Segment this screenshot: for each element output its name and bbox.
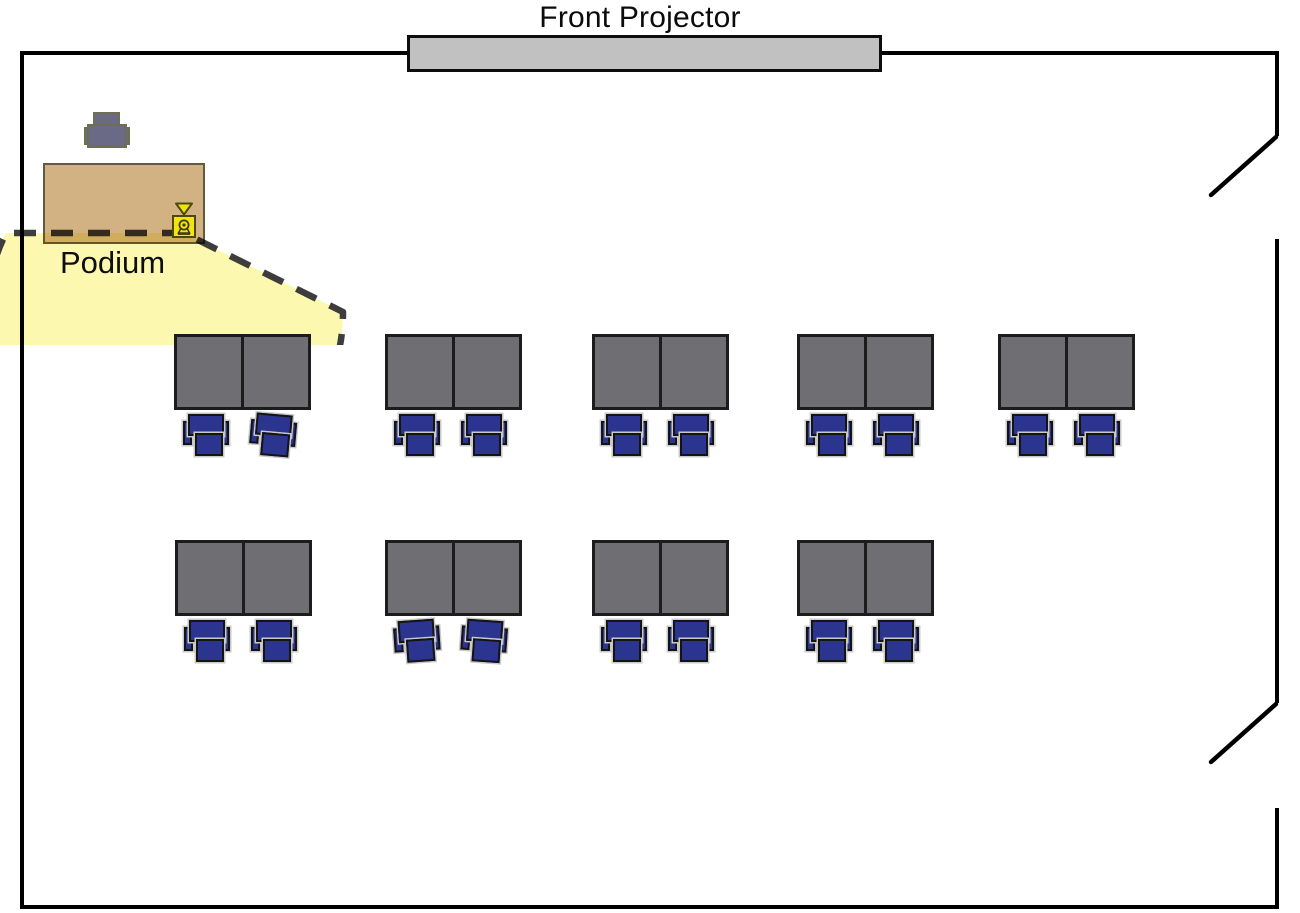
chair-seat xyxy=(613,639,641,662)
chair-seat xyxy=(680,433,708,456)
desk-divider xyxy=(864,542,867,614)
chair xyxy=(183,414,229,456)
chair xyxy=(806,620,852,662)
desk xyxy=(797,540,934,616)
podium-label: Podium xyxy=(60,245,166,280)
chair xyxy=(873,414,919,456)
chair xyxy=(251,620,297,662)
chair xyxy=(601,414,647,456)
desk xyxy=(797,334,934,410)
desk-divider xyxy=(452,542,455,614)
door-leaf-top xyxy=(1208,134,1279,198)
chair-seat xyxy=(260,432,291,458)
chair xyxy=(184,620,230,662)
chair-seat xyxy=(405,637,436,663)
chair xyxy=(393,618,442,663)
chair xyxy=(461,414,507,456)
desk-divider xyxy=(242,542,245,614)
desk xyxy=(592,540,729,616)
desk xyxy=(592,334,729,410)
desk-divider xyxy=(452,336,455,408)
front-projector-label: Front Projector xyxy=(539,1,741,34)
desk-divider xyxy=(864,336,867,408)
desk xyxy=(385,334,522,410)
chair xyxy=(873,620,919,662)
chair-seat xyxy=(1019,433,1047,456)
chair xyxy=(668,414,714,456)
chair xyxy=(1007,414,1053,456)
desk xyxy=(998,334,1135,410)
projector-screen xyxy=(407,35,882,72)
chair-seat xyxy=(818,639,846,662)
chair-seat xyxy=(471,638,502,664)
desk xyxy=(174,334,311,410)
chair-seat xyxy=(885,639,913,662)
chair-seat xyxy=(473,433,501,456)
desk-divider xyxy=(659,542,662,614)
chair-seat xyxy=(263,639,291,662)
chair xyxy=(460,618,509,664)
webcam-glyph xyxy=(177,219,191,235)
chair-seat xyxy=(613,433,641,456)
chair-seat xyxy=(406,433,434,456)
desk-divider xyxy=(1065,336,1068,408)
desk xyxy=(385,540,522,616)
chair-seat xyxy=(885,433,913,456)
chair-seat xyxy=(196,639,224,662)
chair xyxy=(1074,414,1120,456)
chair xyxy=(248,412,298,458)
camera-direction-arrow-icon xyxy=(175,202,193,216)
chair xyxy=(601,620,647,662)
chair xyxy=(806,414,852,456)
chair xyxy=(394,414,440,456)
webcam-icon xyxy=(172,215,196,238)
chair-seat xyxy=(195,433,223,456)
chair-seat xyxy=(1086,433,1114,456)
printer-body xyxy=(87,124,127,148)
desk xyxy=(175,540,312,616)
chair-seat xyxy=(680,639,708,662)
desk-divider xyxy=(241,336,244,408)
desk-divider xyxy=(659,336,662,408)
printer-icon xyxy=(84,112,130,150)
chair-seat xyxy=(818,433,846,456)
door-leaf-bottom xyxy=(1208,701,1279,765)
chair xyxy=(668,620,714,662)
